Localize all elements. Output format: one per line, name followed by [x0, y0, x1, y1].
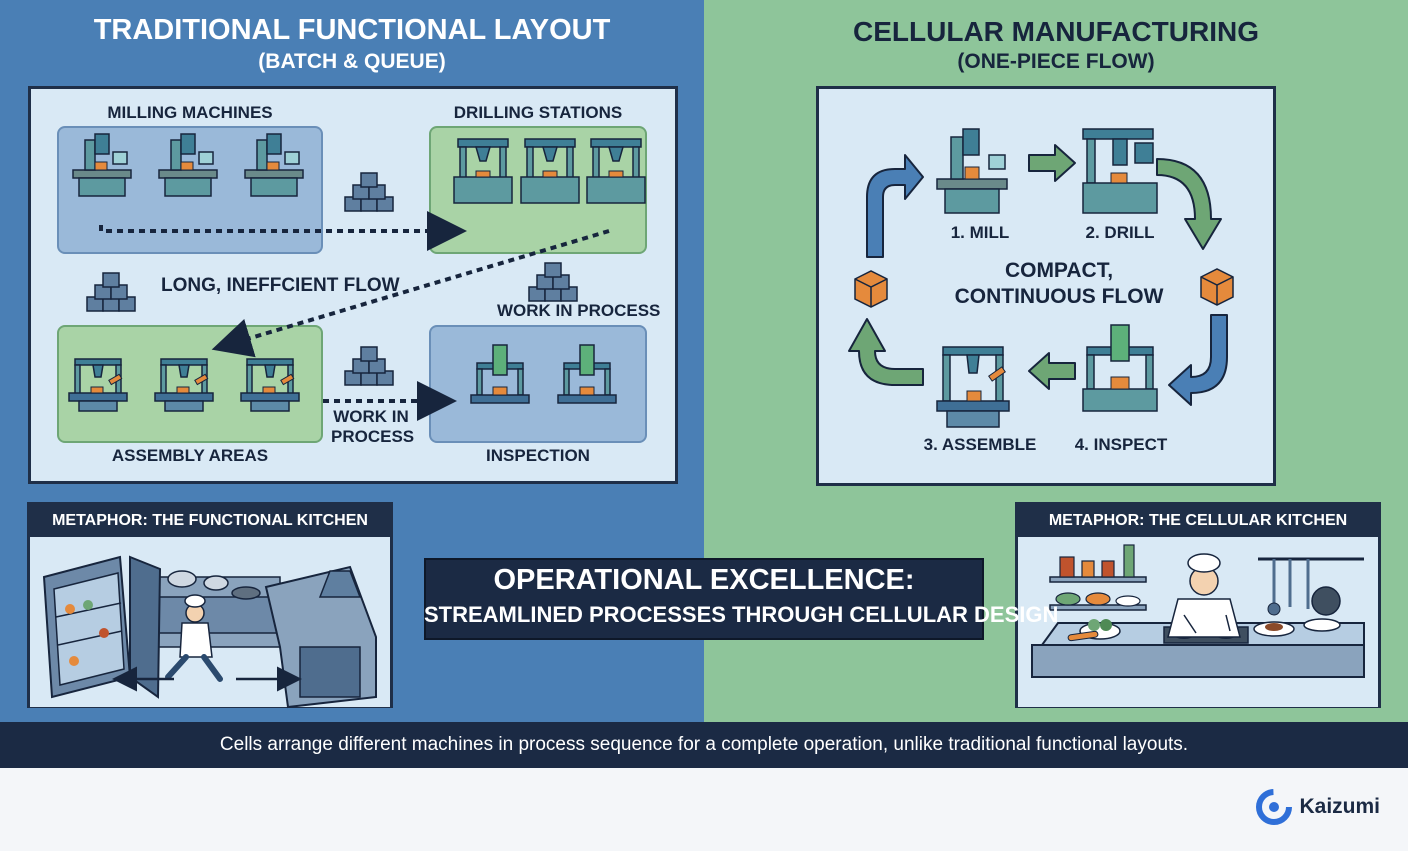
cell-mill-machine [936, 128, 1008, 214]
center-headline: OPERATIONAL EXCELLENCE: [493, 564, 915, 596]
center-label-1: COMPACT, [1004, 259, 1114, 282]
cellular-kitchen-illustration [1018, 537, 1378, 707]
cycle-arrow-up-left [866, 154, 924, 258]
cell-assemble-machine [936, 346, 1010, 428]
cycle-arrow-up-return [848, 318, 924, 386]
assembly-station-1 [68, 358, 128, 412]
center-label-2: CONTINUOUS FLOW [954, 285, 1164, 308]
cellular-kitchen-title: METAPHOR: THE CELLULAR KITCHEN [1018, 505, 1378, 537]
footer-bar [0, 722, 1408, 768]
step-4-label: 4. INSPECT [1074, 435, 1168, 454]
functional-layout-panel: MILLING MACHINES DRILLING STATIONS ASSEM… [28, 86, 678, 484]
right-title: CELLULAR MANUFACTURING [853, 16, 1259, 47]
assembly-station-3 [240, 358, 300, 412]
right-subtitle: (ONE-PIECE FLOW) [957, 50, 1155, 73]
cycle-arrow-mill-to-drill [1028, 144, 1076, 182]
cellular-layout-panel: 1. MILL 2. DRILL 3. ASSEMBLE 4. INSPECT … [816, 86, 1276, 486]
footer-caption: Cells arrange different machines in proc… [219, 734, 1189, 755]
cycle-arrow-inspect-to-assemble [1028, 352, 1076, 390]
inspection-station-2 [557, 344, 617, 404]
step-3-label: 3. ASSEMBLE [923, 435, 1037, 454]
brand-name: Kaizumi [1299, 795, 1380, 818]
functional-kitchen-title: METAPHOR: THE FUNCTIONAL KITCHEN [30, 505, 390, 537]
drilling-label: DRILLING STATIONS [453, 103, 623, 122]
drilling-station-3 [586, 138, 646, 204]
wip-cubes-bottom [344, 346, 394, 386]
left-subtitle: (BATCH & QUEUE) [258, 50, 446, 73]
cell-drill-machine [1082, 128, 1158, 214]
drilling-station-1 [453, 138, 513, 204]
cell-inspect-machine [1082, 324, 1158, 412]
wip-label-right: WORK IN PROCESS [497, 301, 661, 320]
step-2-label: 2. DRILL [1085, 223, 1155, 242]
assembly-label: ASSEMBLY AREAS [111, 446, 269, 465]
assembly-station-2 [154, 358, 214, 412]
wip-cubes-right [528, 262, 578, 302]
wip-label-bottom: WORK IN PROCESS [331, 407, 415, 446]
functional-flow-diagram [68, 133, 646, 421]
kaizumi-logo-icon [1256, 789, 1293, 825]
milling-machine-3 [244, 133, 304, 197]
brand-logo[interactable]: Kaizumi [1256, 789, 1380, 825]
milling-label: MILLING MACHINES [107, 103, 273, 122]
milling-machine-1 [72, 133, 132, 197]
cellular-flow-diagram [848, 128, 1234, 428]
assembly-group [57, 325, 323, 443]
long-flow-label: LONG, INEFFCIENT FLOW [161, 275, 400, 296]
part-box-left [854, 270, 888, 308]
left-title: TRADITIONAL FUNCTIONAL LAYOUT [93, 14, 611, 46]
drilling-station-2 [520, 138, 580, 204]
inspection-station-1 [470, 344, 530, 404]
inspection-label: INSPECTION [486, 446, 590, 465]
wip-cubes-left [86, 272, 136, 312]
functional-kitchen-box: METAPHOR: THE FUNCTIONAL KITCHEN [27, 502, 393, 709]
wip-cubes-top [344, 172, 394, 212]
cycle-arrow-to-inspect [1168, 314, 1228, 406]
functional-kitchen-illustration [30, 537, 390, 709]
cellular-kitchen-box: METAPHOR: THE CELLULAR KITCHEN [1015, 502, 1381, 708]
center-subline: STREAMLINED PROCESSES THROUGH CELLULAR D… [424, 602, 1059, 627]
part-box-right [1200, 268, 1234, 306]
cycle-arrow-down-right [1156, 158, 1222, 250]
milling-machine-2 [158, 133, 218, 197]
step-1-label: 1. MILL [950, 223, 1010, 242]
center-banner [424, 558, 984, 640]
